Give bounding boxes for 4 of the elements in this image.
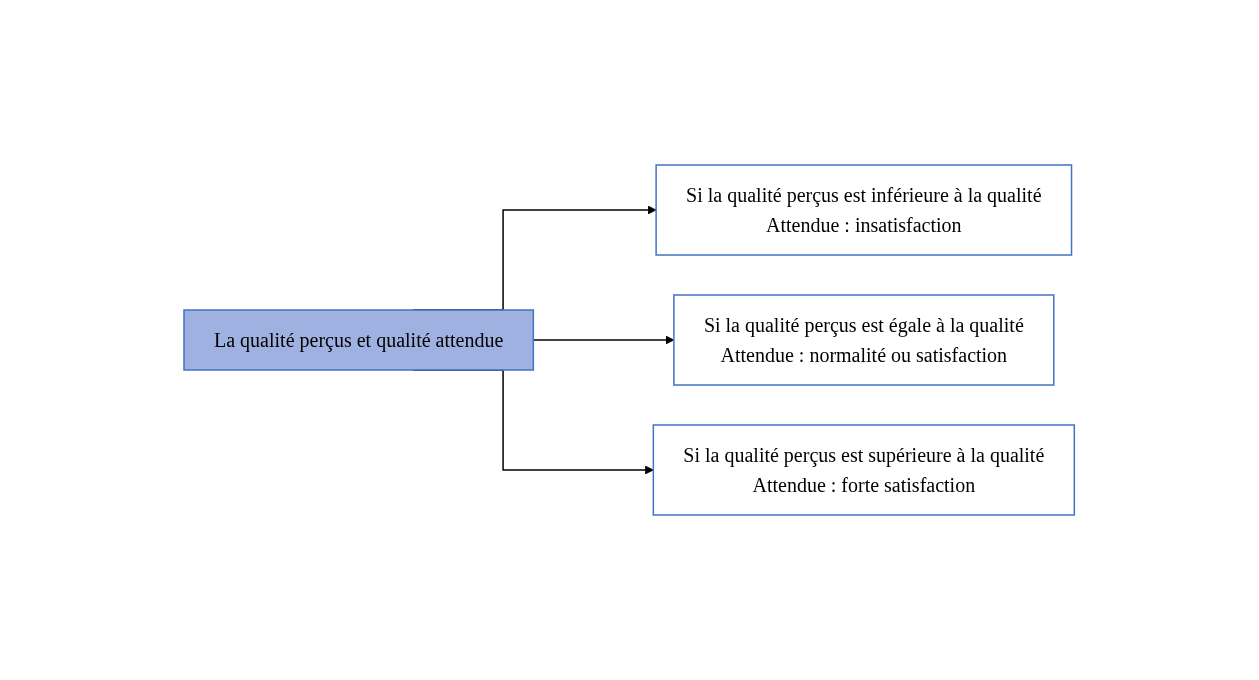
node-box: La qualité perçus et qualité attendue: [183, 309, 535, 371]
node-box: Si la qualité perçus est supérieure à la qualité Attendue : forte satisfaction: [652, 424, 1076, 516]
node-box: Si la qualité perçus est égale à la qualité Attendue : normalité ou satisfaction: [673, 294, 1055, 386]
node-box: Si la qualité perçus est inférieure à la qualité Attendue : insatisfaction: [655, 164, 1073, 256]
